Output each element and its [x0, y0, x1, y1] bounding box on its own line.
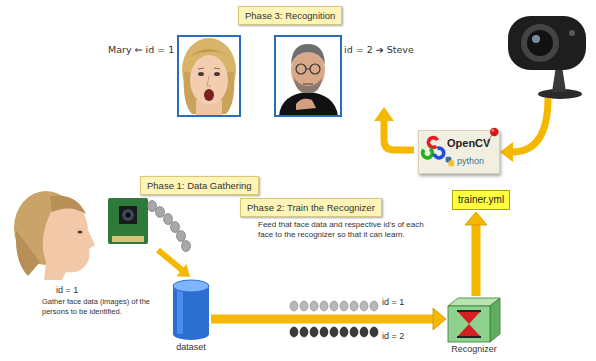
id-label: id = 1 — [56, 284, 78, 296]
model-file: trainer.yml — [452, 190, 510, 210]
webcam — [508, 16, 586, 99]
camera-board — [108, 198, 148, 244]
arrow-head — [465, 212, 487, 225]
phase-label: Phase 1: Data Gathering — [140, 176, 259, 195]
name-id-label: Mary ⇐ id = 1 — [108, 44, 174, 56]
node-label: Recognizer — [451, 344, 497, 354]
recognizer-cube: Recognizer — [448, 298, 500, 342]
node-label: Phase 1: Data Gathering — [147, 180, 252, 191]
face-photo — [178, 36, 240, 116]
cylinder-shape — [173, 280, 209, 340]
node-label: dataset — [176, 342, 206, 352]
flow-arrow — [374, 107, 414, 150]
arrow-shaft — [211, 315, 433, 324]
node-label: Phase 2: Train the Recognizer — [247, 202, 375, 213]
id-label: id = 1 — [382, 296, 404, 308]
flow-arrow — [500, 98, 548, 162]
face-row — [290, 327, 378, 337]
face-photo — [275, 36, 341, 116]
person-profile — [14, 191, 95, 280]
note-text: Gather face data (images) of the persons… — [42, 297, 162, 317]
node-label: Phase 3: Recognition — [245, 10, 335, 21]
arrow-shaft — [472, 225, 481, 296]
face-row — [290, 301, 378, 311]
database-cylinder: dataset — [173, 280, 209, 340]
phase-label: Phase 3: Recognition — [238, 6, 342, 25]
flow-arrow — [158, 250, 190, 277]
cube-shape — [448, 298, 500, 342]
node-label: OpenCV — [447, 137, 490, 149]
id-label: id = 2 — [382, 330, 404, 342]
library-logo: OpenCV python — [418, 130, 500, 174]
arrow-head — [433, 308, 446, 330]
flow-arrow — [465, 212, 487, 296]
name-id-label: id = 2 ➔ Steve — [344, 44, 414, 56]
face-image-stream — [148, 201, 191, 252]
node-label: python — [457, 156, 484, 166]
node-label: trainer.yml — [458, 194, 504, 205]
note-text: Feed that face data and respective id's … — [258, 220, 426, 240]
phase-label: Phase 2: Train the Recognizer — [240, 198, 382, 217]
flow-arrow — [211, 308, 446, 330]
